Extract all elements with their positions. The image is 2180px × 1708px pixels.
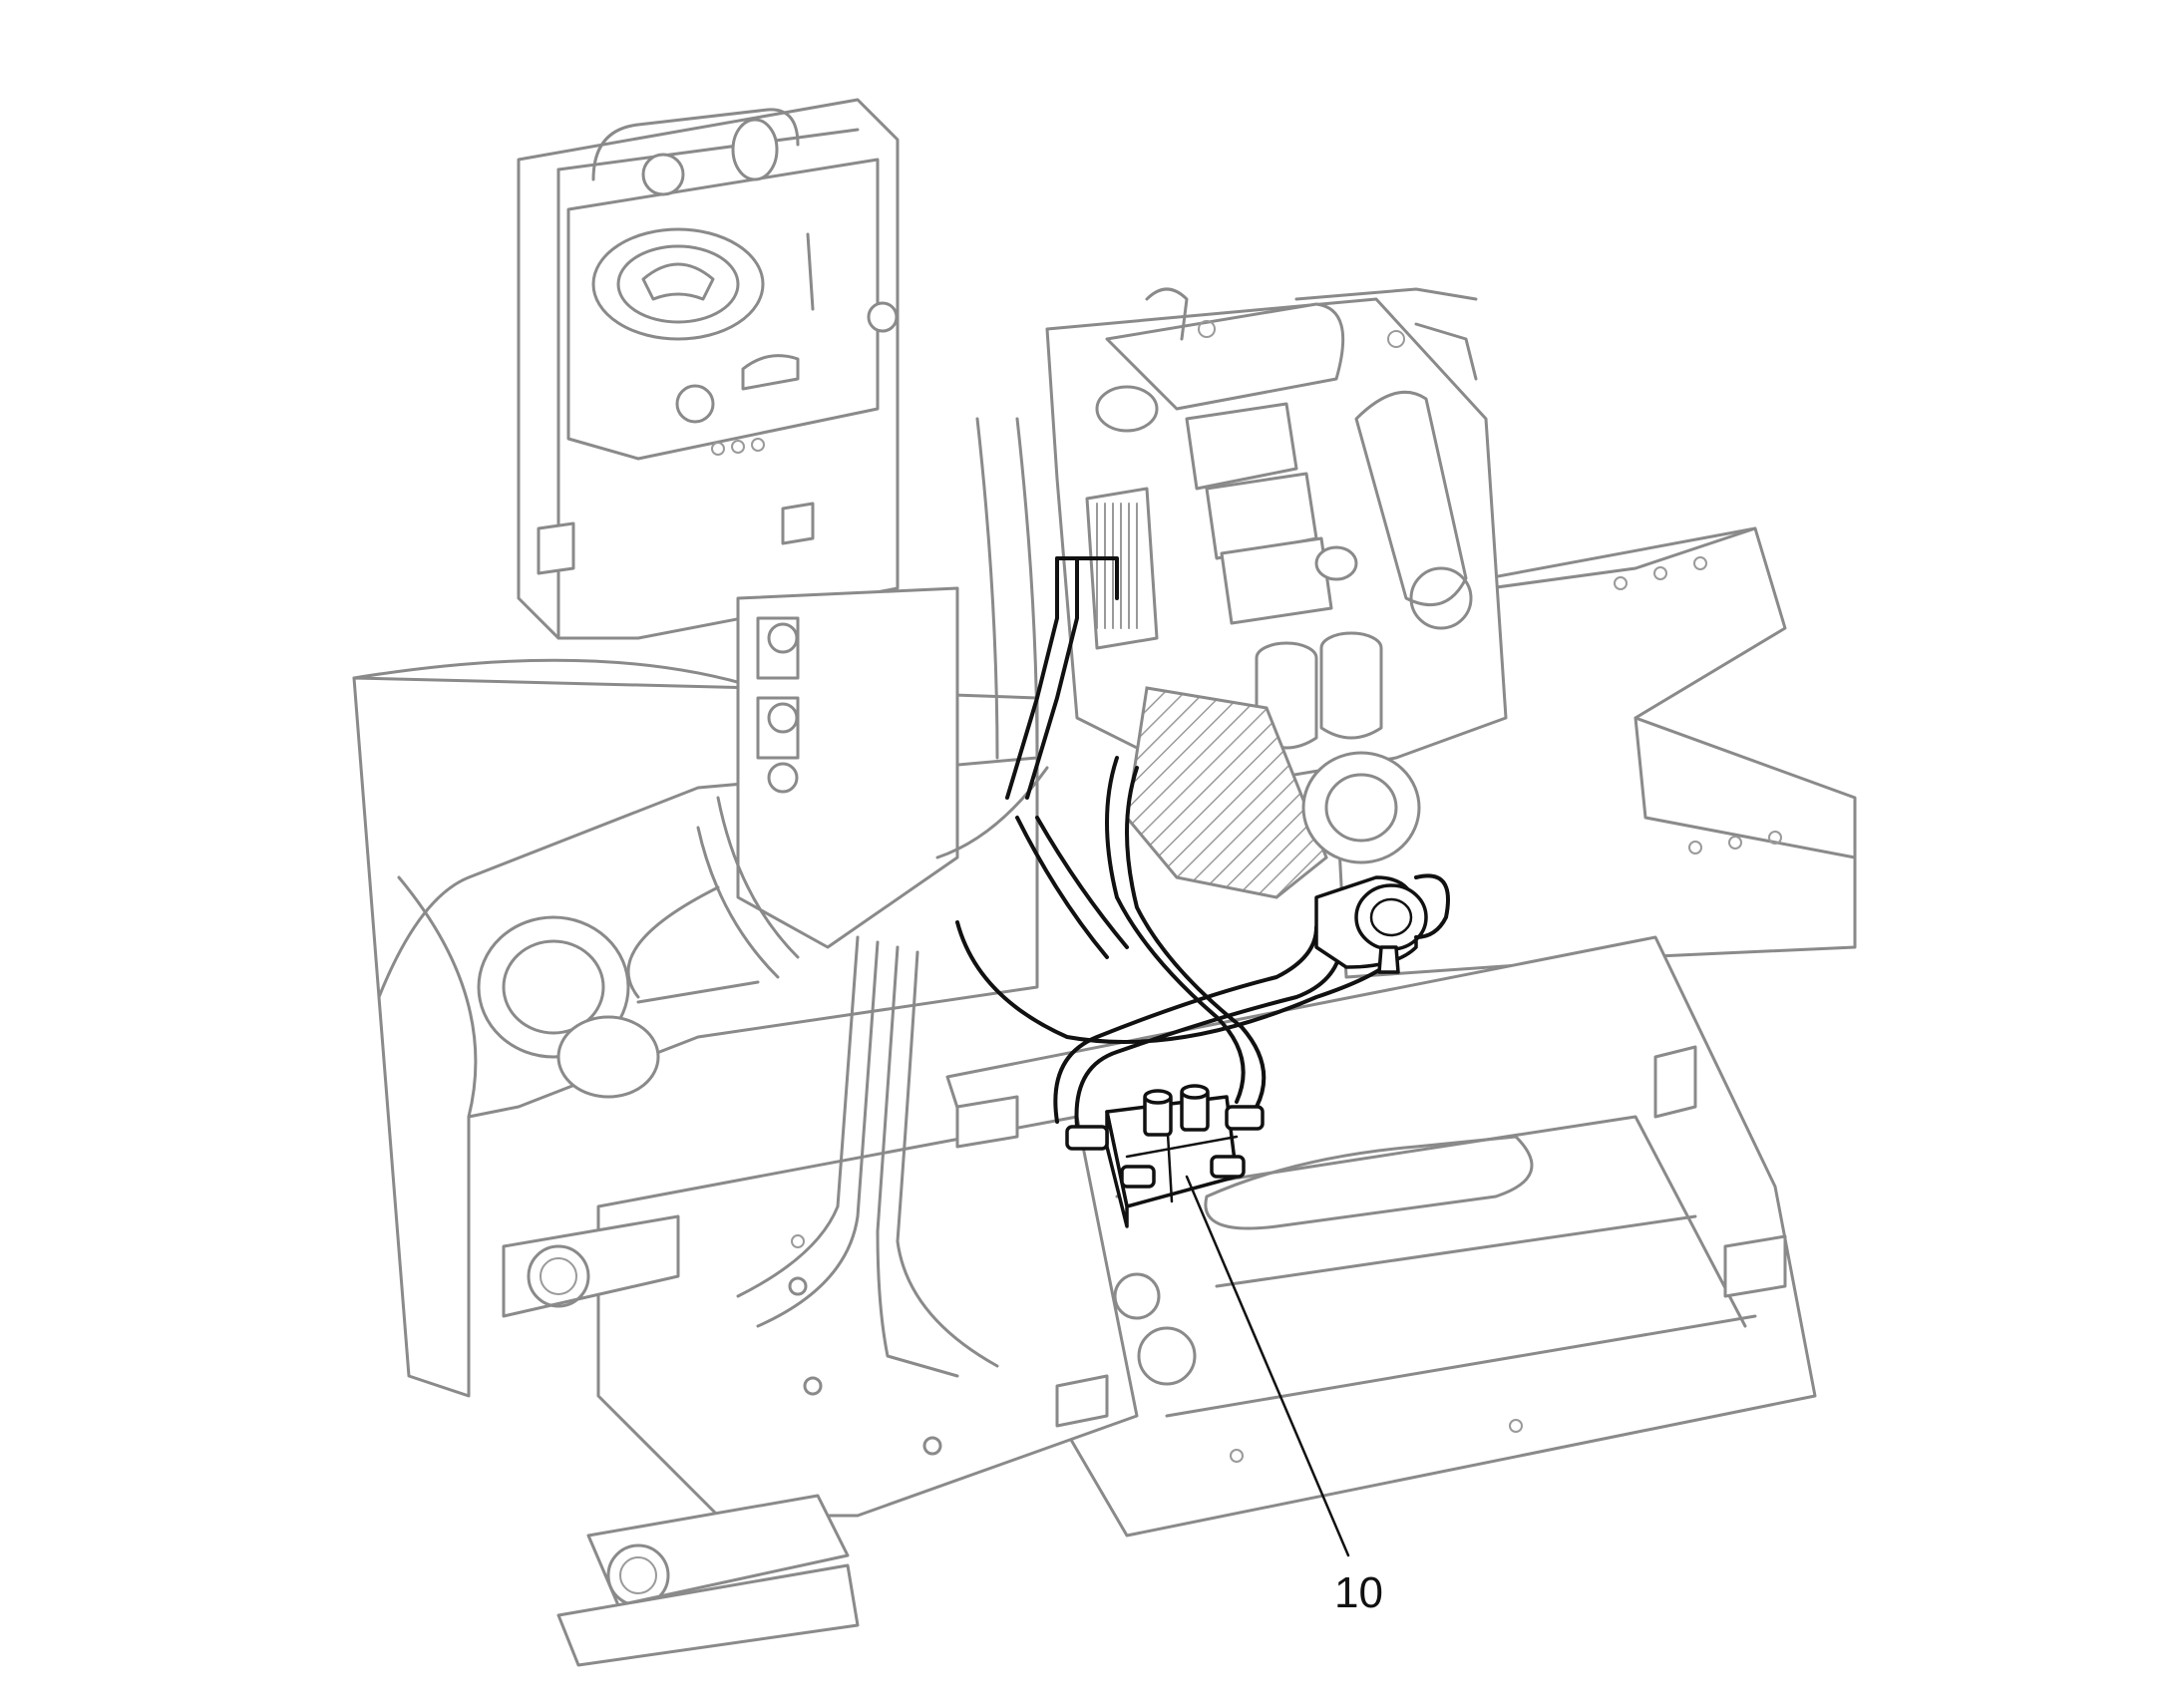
callout-leader-line — [1185, 1175, 1350, 1557]
engine — [1045, 287, 1508, 899]
hydraulic-tank — [517, 98, 900, 640]
control-valve-stack — [477, 417, 1049, 1456]
callout-label: 10 — [1334, 1568, 1383, 1617]
valve-block-assembly — [955, 556, 1450, 1228]
callout-10: 10 — [1185, 1175, 1383, 1617]
